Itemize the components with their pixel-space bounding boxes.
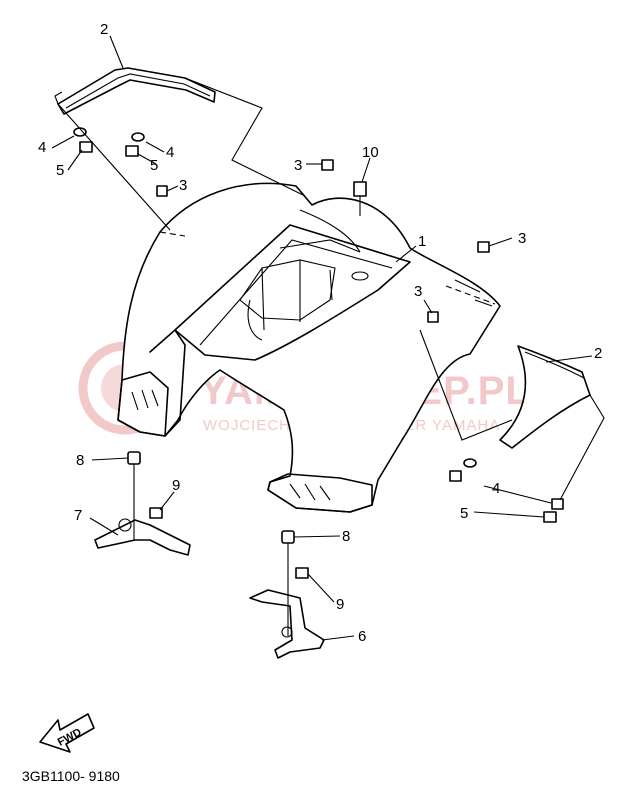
callout-4-mid: 4 — [166, 144, 174, 161]
callout-3-c: 3 — [518, 230, 526, 247]
bracket-left — [94, 518, 191, 556]
callout-5-right: 5 — [460, 505, 468, 522]
callout-3-b: 3 — [179, 177, 187, 194]
callout-4-right: 4 — [492, 480, 500, 497]
callout-2-top: 2 — [100, 21, 108, 38]
callout-3-d: 3 — [414, 283, 422, 300]
assembly-lines — [57, 77, 605, 501]
callout-4-left: 4 — [38, 139, 46, 156]
callout-9-center: 9 — [336, 596, 344, 613]
callout-3-a: 3 — [294, 157, 302, 174]
callout-7: 7 — [74, 507, 82, 524]
callout-9-left: 9 — [172, 477, 180, 494]
callout-10: 10 — [362, 144, 379, 161]
callouts: 2 4 5 4 5 3 3 10 1 3 3 2 8 9 7 4 5 8 9 6 — [38, 21, 602, 645]
diagram-code: 3GB1100- 9180 — [22, 768, 120, 784]
callout-5-left: 5 — [56, 162, 64, 179]
callout-leaders — [51, 35, 593, 641]
front-fender — [117, 182, 501, 513]
callout-2-right: 2 — [594, 345, 602, 362]
bracket-center — [249, 589, 325, 659]
callout-1: 1 — [418, 233, 426, 250]
grip-top-left — [54, 67, 216, 115]
callout-5-mid: 5 — [150, 157, 158, 174]
callout-8-center: 8 — [342, 528, 350, 545]
fwd-arrow: FWD — [39, 713, 95, 753]
fasteners — [73, 127, 564, 636]
callout-8-left: 8 — [76, 452, 84, 469]
callout-6: 6 — [358, 628, 366, 645]
